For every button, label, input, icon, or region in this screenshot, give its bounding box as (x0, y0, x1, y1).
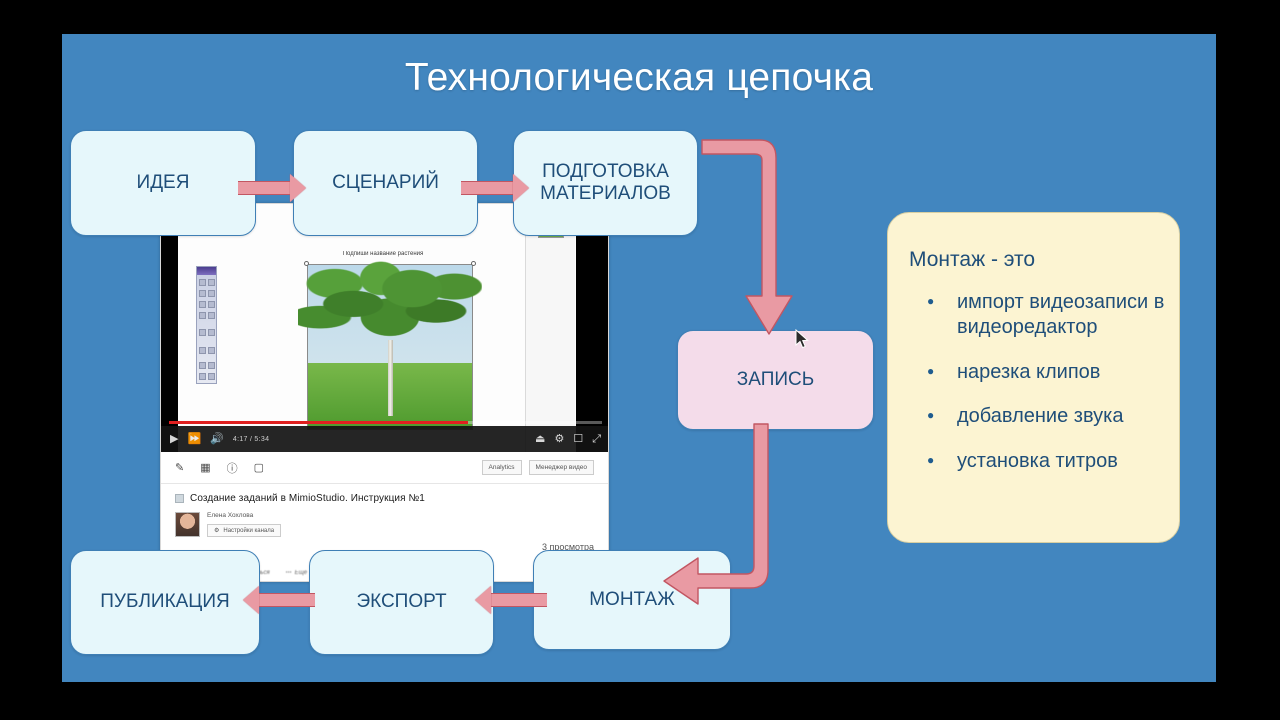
flow-node-label: ПОДГОТОВКА МАТЕРИАЛОВ (540, 160, 671, 204)
video-time: 4:17 / 5:34 (232, 435, 270, 443)
embedded-youtube-screenshot: Подпиши название растения (160, 203, 609, 582)
page-title: Технологическая цепочка (404, 56, 874, 99)
arrow-head (513, 174, 529, 202)
flow-node-label: СЦЕНАРИЙ (332, 171, 439, 193)
channel-settings-button[interactable]: ⚙ Настройки канала (207, 524, 282, 537)
analytics-button[interactable]: Analytics (481, 460, 522, 475)
arrow-head (475, 586, 491, 614)
video-manager-button[interactable]: Менеджер видео (528, 460, 594, 475)
video-metadata: Создание заданий в MimioStudio. Инструкц… (161, 484, 608, 552)
info-panel-title: Монтаж - это (909, 248, 1036, 271)
arrow-record-to-editing (662, 422, 792, 622)
list-item: импорт видеозаписи в видеоредактор (909, 290, 1209, 340)
selection-handle[interactable] (471, 261, 476, 266)
more-button[interactable]: ⋯Ещё (285, 569, 308, 577)
arrow-editing-to-export (475, 586, 547, 614)
subtitles-icon[interactable]: ⏏ (535, 432, 546, 445)
arrow-shaft (461, 181, 514, 195)
info-icon[interactable]: ⓘ (226, 462, 238, 475)
channel-settings-label: Настройки канала (223, 527, 275, 534)
mimio-toolbar-palette (196, 266, 217, 384)
annotation-icon[interactable]: ▢ (253, 462, 265, 474)
arrow-shaft (490, 593, 547, 607)
player-controls: ▶ ⏩ 🔊 4:17 / 5:34 ⏏ ⚙ ☐ ⤢ (161, 426, 608, 452)
arrow-head (290, 174, 306, 202)
mouse-cursor (795, 328, 810, 355)
mimio-page-thumbnail-panel (525, 204, 575, 452)
theater-mode-icon[interactable]: ☐ (573, 432, 584, 445)
arrow-scenario-to-materials (461, 174, 529, 202)
list-item: установка титров (909, 449, 1209, 474)
pencil-icon[interactable]: ✎ (175, 462, 185, 474)
video-owner-row: Елена Хохлова ⚙ Настройки канала (175, 512, 594, 537)
flow-node-label: ИДЕЯ (136, 171, 190, 193)
flow-node-label: ЗАПИСЬ (736, 368, 815, 390)
play-icon[interactable]: ▶ (170, 432, 179, 445)
gear-icon: ⚙ (214, 528, 220, 534)
channel-name: Елена Хохлова (207, 512, 254, 519)
flow-node-label: ЭКСПОРТ (356, 591, 447, 613)
arrow-head (243, 586, 259, 614)
video-progress-bar[interactable] (169, 421, 602, 424)
arrow-idea-to-scenario (238, 174, 306, 202)
video-progress-fill (169, 421, 468, 424)
arrow-export-to-publish (243, 586, 315, 614)
flow-node-materials[interactable]: ПОДГОТОВКА МАТЕРИАЛОВ (513, 130, 698, 236)
more-label: Ещё (294, 569, 308, 576)
video-action-bar: ✎ ▦ ⓘ ▢ Analytics Менеджер видео (161, 452, 608, 484)
video-badge-icon (175, 494, 184, 503)
volume-icon[interactable]: 🔊 (210, 432, 224, 445)
arrow-shaft (238, 181, 291, 195)
video-player[interactable]: Подпиши название растения (161, 204, 608, 452)
gear-icon[interactable]: ⚙ (554, 432, 565, 445)
flow-node-idea[interactable]: ИДЕЯ (70, 130, 256, 236)
list-item: нарезка клипов (909, 360, 1209, 385)
mimio-slide-canvas: Подпиши название растения (178, 204, 576, 452)
video-title-row: Создание заданий в MimioStudio. Инструкц… (175, 493, 594, 504)
info-panel-list: импорт видеозаписи в видеоредактор нарез… (909, 290, 1209, 494)
ellipsis-icon: ⋯ (285, 570, 292, 576)
flow-node-export[interactable]: ЭКСПОРТ (309, 550, 494, 655)
flow-node-scenario[interactable]: СЦЕНАРИЙ (293, 130, 478, 236)
arrow-materials-to-record (692, 138, 812, 348)
selection-handle[interactable] (304, 261, 309, 266)
slide-caption-text: Подпиши название растения (342, 251, 424, 257)
next-track-icon[interactable]: ⏩ (187, 432, 202, 445)
flow-node-record[interactable]: ЗАПИСЬ (677, 330, 874, 430)
card-icon[interactable]: ▦ (200, 462, 211, 474)
avatar (175, 512, 200, 537)
flow-node-label: ПУБЛИКАЦИЯ (100, 591, 230, 613)
fullscreen-icon[interactable]: ⤢ (592, 432, 601, 445)
flow-node-label: МОНТАЖ (589, 588, 675, 610)
video-title: Создание заданий в MimioStudio. Инструкц… (190, 493, 425, 504)
birch-tree-image (298, 258, 482, 430)
arrow-shaft (258, 593, 315, 607)
flow-node-publish[interactable]: ПУБЛИКАЦИЯ (70, 550, 260, 655)
list-item: добавление звука (909, 404, 1209, 429)
view-count: 3 просмотра (541, 542, 594, 552)
tree-trunk (388, 340, 394, 416)
presentation-slide: Технологическая цепочка (62, 34, 1216, 682)
